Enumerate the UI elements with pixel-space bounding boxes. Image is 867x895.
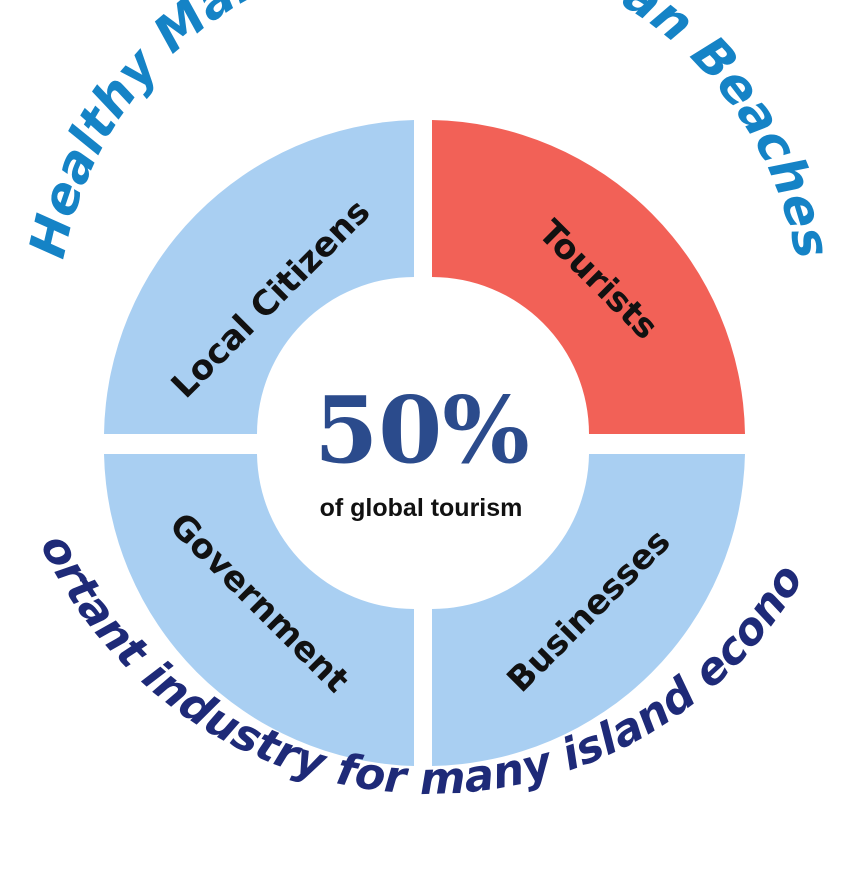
top-arc-title: Healthy Marine Life & Clean Beaches [18,0,842,263]
segment-government [104,454,414,766]
center-caption: of global tourism [320,494,523,522]
segment-tourists [432,120,745,434]
segment-businesses [432,454,745,766]
segment-local-citizens [104,120,414,434]
top-arc-title-path: Healthy Marine Life & Clean Beaches [18,0,842,263]
center-value: 50% [314,376,529,484]
